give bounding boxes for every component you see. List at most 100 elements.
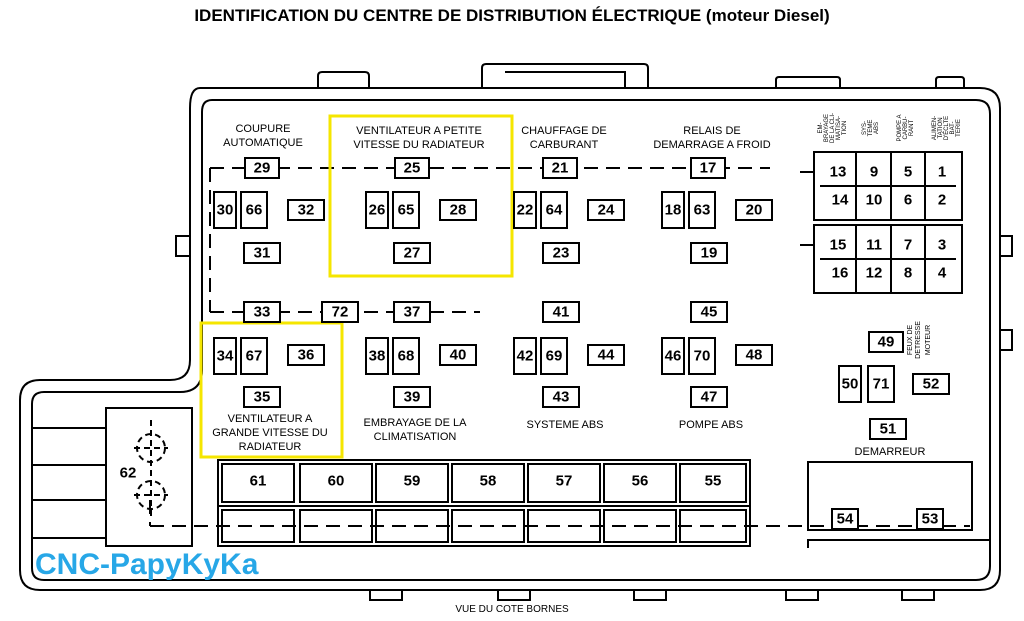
fuse-59-label: 59 xyxy=(404,473,421,490)
fuse-47-box[interactable] xyxy=(690,386,728,408)
fuse-52-box[interactable] xyxy=(912,373,950,395)
label-embrayage-1: EMBRAYAGE DE LA xyxy=(364,417,468,429)
fuse-17-box[interactable] xyxy=(690,157,726,179)
fuse-67-box[interactable] xyxy=(240,337,268,375)
fuse-46-label: 46 xyxy=(665,348,682,365)
fuse-8-label: 8 xyxy=(904,265,912,282)
fuse-26-box[interactable] xyxy=(365,191,389,229)
fuse-18-box[interactable] xyxy=(661,191,685,229)
fuse-37-box[interactable] xyxy=(393,301,431,323)
fuse-55-box[interactable] xyxy=(679,463,747,503)
fuse-54-box[interactable] xyxy=(831,508,859,530)
fuse-28-box[interactable] xyxy=(439,199,477,221)
col2-label-1: SYS- xyxy=(862,121,868,135)
fuse-32-box[interactable] xyxy=(287,199,325,221)
fuse-23-box[interactable] xyxy=(542,242,580,264)
fuse-27-label: 27 xyxy=(404,245,421,262)
fuse-37-label: 37 xyxy=(404,304,421,321)
fuse-67-label: 67 xyxy=(246,348,263,365)
fuse-71-box[interactable] xyxy=(867,365,895,403)
fuse-36-label: 36 xyxy=(298,347,315,364)
fuse-43-label: 43 xyxy=(553,389,570,406)
fuse-66-box[interactable] xyxy=(240,191,268,229)
fuse-68-box[interactable] xyxy=(392,337,420,375)
fuse-34-box[interactable] xyxy=(213,337,237,375)
fuse-21-box[interactable] xyxy=(542,157,578,179)
col4-label-3: D'ÉCLTE xyxy=(943,116,950,140)
fuse-64-box[interactable] xyxy=(540,191,568,229)
label-vent-grande-2: GRANDE VITESSE DU xyxy=(212,427,328,439)
fuse-28-label: 28 xyxy=(450,202,467,219)
fuse-56-label: 56 xyxy=(632,473,649,490)
fuse-45-label: 45 xyxy=(701,304,718,321)
label-moteur: MOTEUR xyxy=(925,325,932,355)
fuse-25-box[interactable] xyxy=(394,157,430,179)
fuse-24-label: 24 xyxy=(598,202,615,219)
fuse-58-box[interactable] xyxy=(451,463,525,503)
fuse-27-box[interactable] xyxy=(393,242,431,264)
fuse-45-box[interactable] xyxy=(690,301,728,323)
section-labels: COUPURE AUTOMATIQUE VENTILATEUR A PETITE… xyxy=(212,123,925,458)
fuse-49-box[interactable] xyxy=(868,331,904,353)
col4-label-2: TATION xyxy=(938,117,944,138)
fuse-26-label: 26 xyxy=(369,202,386,219)
fuse-38-box[interactable] xyxy=(365,337,389,375)
col4-label-5: TERIE xyxy=(956,119,962,137)
label-coupure-2: AUTOMATIQUE xyxy=(223,137,303,149)
fuse-33-box[interactable] xyxy=(243,301,281,323)
fuse-29-box[interactable] xyxy=(244,157,280,179)
fuse-51-box[interactable] xyxy=(869,418,907,440)
footer-caption: VUE DU COTE BORNES xyxy=(455,604,569,615)
fuse-48-label: 48 xyxy=(746,347,763,364)
fuse-54-label: 54 xyxy=(837,511,854,528)
fuse-48-box[interactable] xyxy=(735,344,773,366)
label-vent-grande-1: VENTILATEUR A xyxy=(228,413,313,425)
fuse-61-box[interactable] xyxy=(221,463,295,503)
fuse-46-box[interactable] xyxy=(661,337,685,375)
fuse-53-box[interactable] xyxy=(916,508,944,530)
fuse-42-box[interactable] xyxy=(513,337,537,375)
fuse-69-box[interactable] xyxy=(540,337,568,375)
fuse-3-label: 3 xyxy=(938,237,946,254)
fuse-30-box[interactable] xyxy=(213,191,237,229)
fuse-40-box[interactable] xyxy=(439,344,477,366)
fuse-35-box[interactable] xyxy=(243,386,281,408)
fuse-39-box[interactable] xyxy=(393,386,431,408)
fuse-31-box[interactable] xyxy=(243,242,281,264)
fuse-56-box[interactable] xyxy=(603,463,677,503)
fuse-41-box[interactable] xyxy=(542,301,580,323)
fuse-65-box[interactable] xyxy=(392,191,420,229)
fuse-21-label: 21 xyxy=(552,160,569,177)
fuse-51-label: 51 xyxy=(880,421,897,438)
fuse-49-label: 49 xyxy=(878,334,895,351)
fuse-13-label: 13 xyxy=(830,164,847,181)
col1-label-4: MATISA- xyxy=(836,116,842,140)
fuse-72-box[interactable] xyxy=(321,301,359,323)
label-embrayage-2: CLIMATISATION xyxy=(374,431,457,443)
label-vent-grande-3: RADIATEUR xyxy=(239,441,302,453)
label-abs-pump: POMPE ABS xyxy=(679,419,743,431)
fuse-57-label: 57 xyxy=(556,473,573,490)
fuse-66-label: 66 xyxy=(246,202,263,219)
fuse-36-box[interactable] xyxy=(287,344,325,366)
label-relais-1: RELAIS DE xyxy=(683,125,740,137)
diagram-title: IDENTIFICATION DU CENTRE DE DISTRIBUTION… xyxy=(0,6,1024,26)
fuse-70-box[interactable] xyxy=(688,337,716,375)
fuse-14-label: 14 xyxy=(832,192,849,209)
fuse-24-box[interactable] xyxy=(587,199,625,221)
fuse-44-box[interactable] xyxy=(587,344,625,366)
fuse-20-box[interactable] xyxy=(735,199,773,221)
fuse-19-label: 19 xyxy=(701,245,718,262)
fuse-63-label: 63 xyxy=(694,202,711,219)
fuse-61-label: 61 xyxy=(250,473,267,490)
fuse-22-box[interactable] xyxy=(513,191,537,229)
fuse-63-box[interactable] xyxy=(688,191,716,229)
fuse-57-box[interactable] xyxy=(527,463,601,503)
fuse-59-box[interactable] xyxy=(375,463,449,503)
fuse-19-box[interactable] xyxy=(690,242,728,264)
label-relais-2: DEMARRAGE A FROID xyxy=(653,139,770,151)
fuse-43-box[interactable] xyxy=(542,386,580,408)
relay-grid-dividers xyxy=(820,152,956,293)
fuse-60-box[interactable] xyxy=(299,463,373,503)
fuse-50-box[interactable] xyxy=(838,365,862,403)
